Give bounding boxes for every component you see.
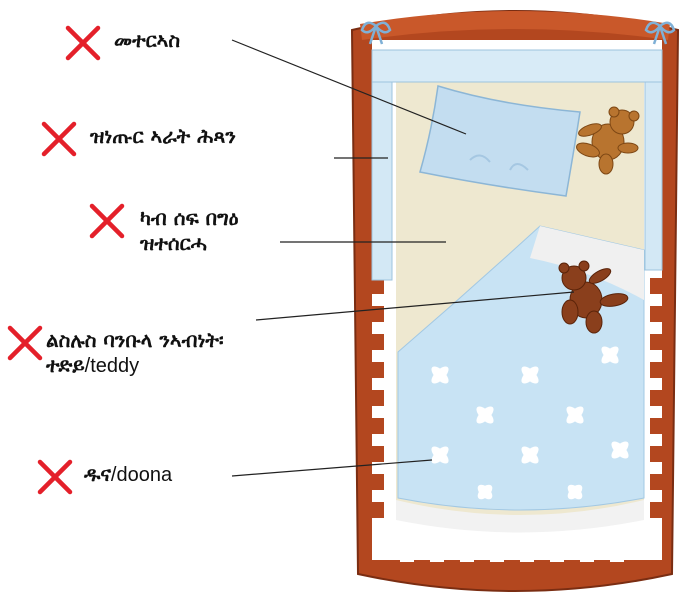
- cot-left-bars: [366, 278, 384, 518]
- flower-pattern-icon: [431, 346, 629, 500]
- label-sheet-line2: ዝተሰርሓ: [140, 231, 207, 255]
- ribbon-bow-icon: [644, 21, 676, 45]
- leader-line-mattress: [231, 39, 467, 135]
- cross-icon: [7, 325, 43, 361]
- bumper-top: [371, 49, 663, 83]
- cot-top-rail: [360, 11, 670, 40]
- cross-icons: [7, 25, 125, 495]
- leader-lines: [231, 39, 575, 477]
- label-sheet: ካብ ሰፍ በግዕ ዝተሰርሓ: [140, 206, 239, 256]
- cross-icon: [41, 121, 77, 157]
- sheet-edge: [396, 500, 644, 533]
- pillow: [419, 85, 581, 197]
- label-teddy: ልስሉስ ባንቡላ ንኣብነት፡ ተድይ/teddy: [46, 328, 224, 379]
- cot: [350, 10, 680, 592]
- label-doona-latin: /doona: [110, 464, 173, 486]
- cross-icon: [89, 203, 125, 239]
- cross-icon: [37, 459, 73, 495]
- cross-icon: [65, 25, 101, 61]
- label-teddy-line2: ተድይ/teddy: [46, 353, 224, 379]
- cot-right-bars: [650, 278, 668, 518]
- teddy-bear-icon: [576, 106, 640, 175]
- label-doona-amharic: ዱና: [84, 462, 111, 486]
- label-teddy-latin: /teddy: [84, 355, 140, 377]
- label-mattress: መተርኣስ: [114, 28, 181, 52]
- label-sheet-line1: ካብ ሰፍ በግዕ: [140, 206, 239, 230]
- leader-line-teddy: [255, 291, 575, 321]
- label-cot-bars: ዝነጡር ኣራት ሕጻን: [90, 124, 236, 148]
- label-doona: ዱና/doona: [84, 462, 172, 488]
- ribbon-bow-icon: [360, 21, 392, 45]
- leader-line-doona: [231, 459, 433, 477]
- label-teddy-amharic: ተድይ: [46, 353, 85, 377]
- label-teddy-line1: ልስሉስ ባንቡላ ንኣብነት፡: [46, 328, 224, 352]
- teddy-bear-icon: [558, 260, 629, 334]
